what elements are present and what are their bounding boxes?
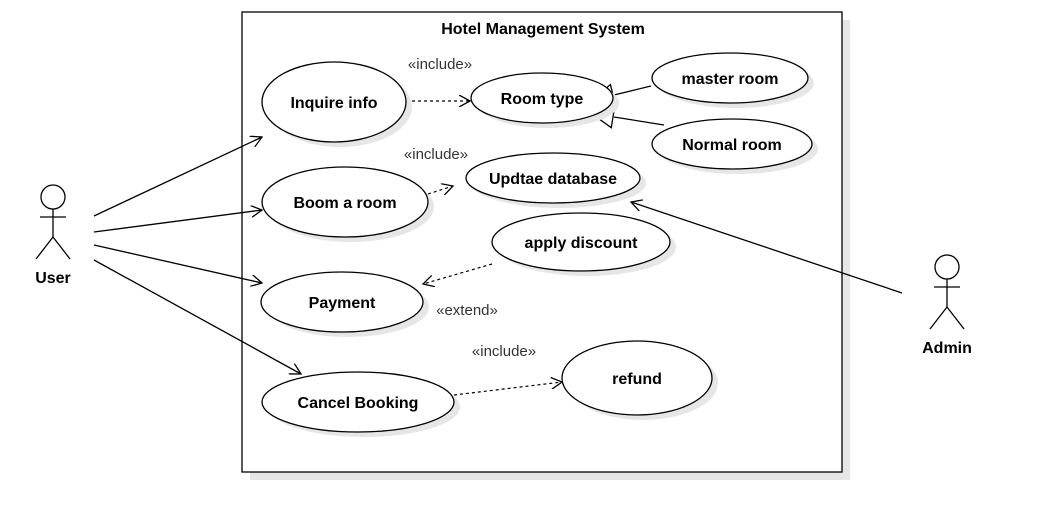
use-case-update-database[interactable]: Updtae database [465,152,646,208]
use-case-apply-discount[interactable]: apply discount [491,212,676,276]
use-case-cancel-booking-label: Cancel Booking [298,395,419,412]
use-case-master-room[interactable]: master room [651,52,814,108]
admin-actor[interactable]: Admin [922,254,972,357]
admin-actor-label: Admin [922,340,972,357]
include-dependency-update-db [427,186,453,194]
association-user-payment [93,244,262,283]
use-case-inquire-info[interactable]: Inquire info [261,61,412,147]
use-case-book-room-label: Boom a room [293,195,396,212]
association-admin-update-db [631,202,903,294]
use-case-refund[interactable]: refund [561,340,718,420]
use-case-inquire-info-label: Inquire info [290,95,377,112]
use-case-apply-discount-label: apply discount [525,235,639,252]
use-case-normal-room-label: Normal room [682,137,782,154]
use-case-normal-room[interactable]: Normal room [651,118,818,174]
association-user-book [93,210,262,233]
use-case-update-database-label: Updtae database [489,171,617,188]
stereotype-include-refund: «include» [472,343,536,360]
association-user-cancel [93,259,301,374]
stereotype-include-update-db: «include» [404,146,468,163]
stereotype-extend-discount: «extend» [436,302,498,319]
use-case-cancel-booking[interactable]: Cancel Booking [261,371,460,437]
user-actor-label: User [35,270,71,287]
use-case-refund-label: refund [612,371,662,388]
generalization-normal-room [614,117,665,125]
use-case-payment[interactable]: Payment [260,271,429,337]
include-dependency-refund [453,382,562,396]
use-case-payment-label: Payment [309,295,376,312]
use-case-master-room-label: master room [682,71,779,88]
stereotype-include-room-type: «include» [408,56,472,73]
system-title: Hotel Management System [441,21,645,38]
use-case-room-type[interactable]: Room type [470,72,619,128]
generalization-master-room [614,86,652,95]
user-actor[interactable]: User [35,184,71,287]
use-case-room-type-label: Room type [501,91,584,108]
use-case-book-room[interactable]: Boom a room [261,166,434,242]
association-user-inquire [93,137,262,217]
